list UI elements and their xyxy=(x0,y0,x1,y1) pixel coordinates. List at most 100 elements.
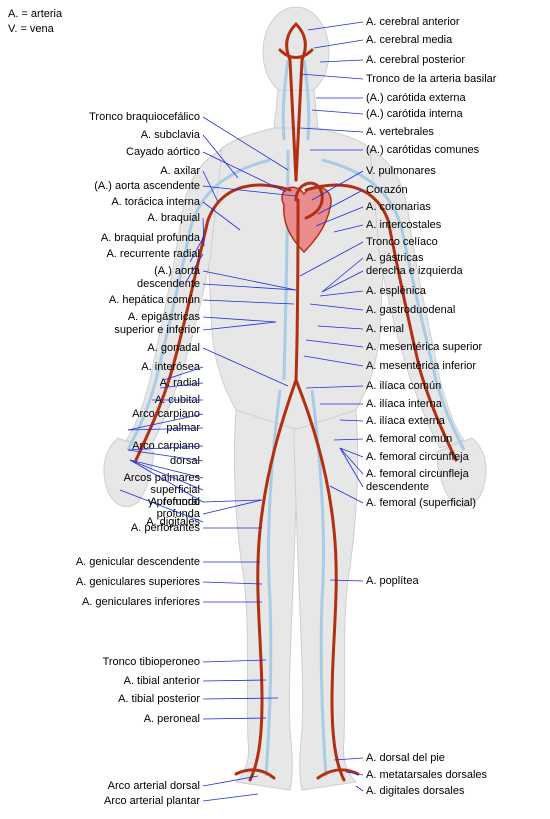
label-left-4: (A.) aorta ascendente xyxy=(94,180,200,192)
label-left-3: A. axilar xyxy=(160,165,200,177)
leader-right-30 xyxy=(345,771,364,776)
right-arm-artery xyxy=(304,183,458,462)
leader-left-30 xyxy=(202,581,263,585)
label-left-7: A. braquial profunda xyxy=(101,232,201,244)
label-right-6: A. vertebrales xyxy=(366,126,434,138)
label-right-13: A. gástricas xyxy=(366,252,424,264)
leader-right-25 xyxy=(339,447,364,475)
leader-right-19 xyxy=(303,355,364,367)
label-right-0: A. cerebral anterior xyxy=(366,16,460,28)
label-right-18: A. mesentérica superior xyxy=(366,341,482,353)
leader-left-36 xyxy=(202,775,259,787)
label-right-24: A. femoral circunfleja xyxy=(366,451,470,463)
label-left-1: A. subclavia xyxy=(141,129,201,141)
label-left-34: A. tibial posterior xyxy=(118,693,200,705)
leader-right-18 xyxy=(305,339,364,348)
leader-right-10 xyxy=(315,206,364,227)
legend-vein: V. = vena xyxy=(8,23,54,35)
leader-left-24 xyxy=(129,459,204,503)
label-right-12: Tronco celíaco xyxy=(366,236,438,248)
label-left-32: Tronco tibioperoneo xyxy=(103,656,200,668)
leader-right-24 xyxy=(339,447,364,458)
label-left-19: palmar xyxy=(166,422,200,434)
leader-right-17 xyxy=(317,325,364,330)
label-right-16: A. gastroduodenal xyxy=(366,304,455,316)
leader-left-22 xyxy=(129,459,204,479)
leader-right-23 xyxy=(333,438,364,441)
leader-right-11 xyxy=(333,224,364,233)
leader-left-23 xyxy=(129,459,204,491)
right-leg xyxy=(293,409,359,791)
right-arm-vein xyxy=(321,158,466,451)
leader-left-5 xyxy=(202,201,241,231)
leader-left-2 xyxy=(202,151,287,193)
label-left-5: A. torácica interna xyxy=(111,196,201,208)
label-left-25: A. digitales xyxy=(146,516,200,528)
label-left-28: A. perforantes xyxy=(131,522,201,534)
left-leg-artery xyxy=(248,378,298,782)
leader-left-16 xyxy=(159,382,204,389)
label-right-9: Corazón xyxy=(366,184,408,196)
label-left-11: A. hepática común xyxy=(109,294,200,306)
aorta xyxy=(294,198,300,382)
label-right-25: A. femoral circunfleja xyxy=(366,468,470,480)
head xyxy=(262,6,330,98)
leader-left-26 xyxy=(202,499,263,503)
label-left-9: (A.) aorta xyxy=(154,265,201,277)
leader-left-25 xyxy=(119,489,204,523)
label-left-26: A. femoral xyxy=(150,496,200,508)
leader-left-14 xyxy=(202,347,289,387)
label-right-10: A. coronarias xyxy=(366,201,431,213)
label-left-30: A. geniculares superiores xyxy=(76,576,201,588)
leader-left-33 xyxy=(202,679,267,682)
label-left-0: Tronco braquiocefálico xyxy=(89,111,200,123)
leader-left-20 xyxy=(127,445,204,451)
label-left-18: Arco carpiano xyxy=(132,408,200,420)
leader-left-11 xyxy=(202,299,295,305)
label-right-7: (A.) carótidas comunes xyxy=(366,144,480,156)
left-hand xyxy=(103,437,155,508)
leader-right-1 xyxy=(313,39,364,49)
label-right-22: A. ilíaca externa xyxy=(366,415,446,427)
leader-left-13 xyxy=(202,321,277,331)
leader-left-1 xyxy=(202,134,239,179)
label-right-3: Tronco de la arteria basilar xyxy=(366,73,497,85)
label-left-35: A. peroneal xyxy=(144,713,200,725)
leader-left-27 xyxy=(202,499,263,515)
label-left-37: Arco arterial plantar xyxy=(104,795,200,807)
right-hand xyxy=(435,437,487,508)
label-right-8: V. pulmonares xyxy=(366,165,436,177)
right-leg-vein xyxy=(310,389,328,777)
leader-right-20 xyxy=(305,385,364,389)
label-left-36: Arco arterial dorsal xyxy=(108,780,200,792)
label-left-15: A. interósea xyxy=(141,361,201,373)
label-right-27: A. femoral (superficial) xyxy=(366,497,476,509)
label-left-27: profunda xyxy=(157,508,201,520)
leader-right-29 xyxy=(333,757,364,761)
left-arm-vein xyxy=(126,158,271,451)
leader-right-15 xyxy=(319,290,364,297)
legend-artery: A. = arteria xyxy=(8,8,63,20)
label-right-21: A. ilíaca interna xyxy=(366,398,443,410)
label-left-33: A. tibial anterior xyxy=(124,675,201,687)
right-leg-artery xyxy=(294,378,346,782)
leader-right-16 xyxy=(309,303,364,311)
label-right-11: A. intercostales xyxy=(366,219,442,231)
leader-right-12 xyxy=(299,241,364,277)
label-left-12: A. epigástricas xyxy=(128,311,201,323)
leader-right-28 xyxy=(329,579,364,582)
label-right-2: A. cerebral posterior xyxy=(366,54,465,66)
leader-left-21 xyxy=(127,449,204,462)
labels-right: A. cerebral anterior A. cerebral media A. … xyxy=(366,16,497,797)
label-left-21: dorsal xyxy=(170,455,200,467)
leader-left-15 xyxy=(163,366,204,381)
label-right-17: A. renal xyxy=(366,323,404,335)
label-left-22: Arcos palmares xyxy=(124,472,201,484)
arteries xyxy=(134,22,458,782)
label-left-29: A. genicular descendente xyxy=(76,556,200,568)
label-right-5: (A.) carótida interna xyxy=(366,108,463,120)
label-right-1: A. cerebral media xyxy=(366,34,453,46)
leader-right-31 xyxy=(355,785,364,792)
label-left-6: A. braquial xyxy=(147,212,200,224)
